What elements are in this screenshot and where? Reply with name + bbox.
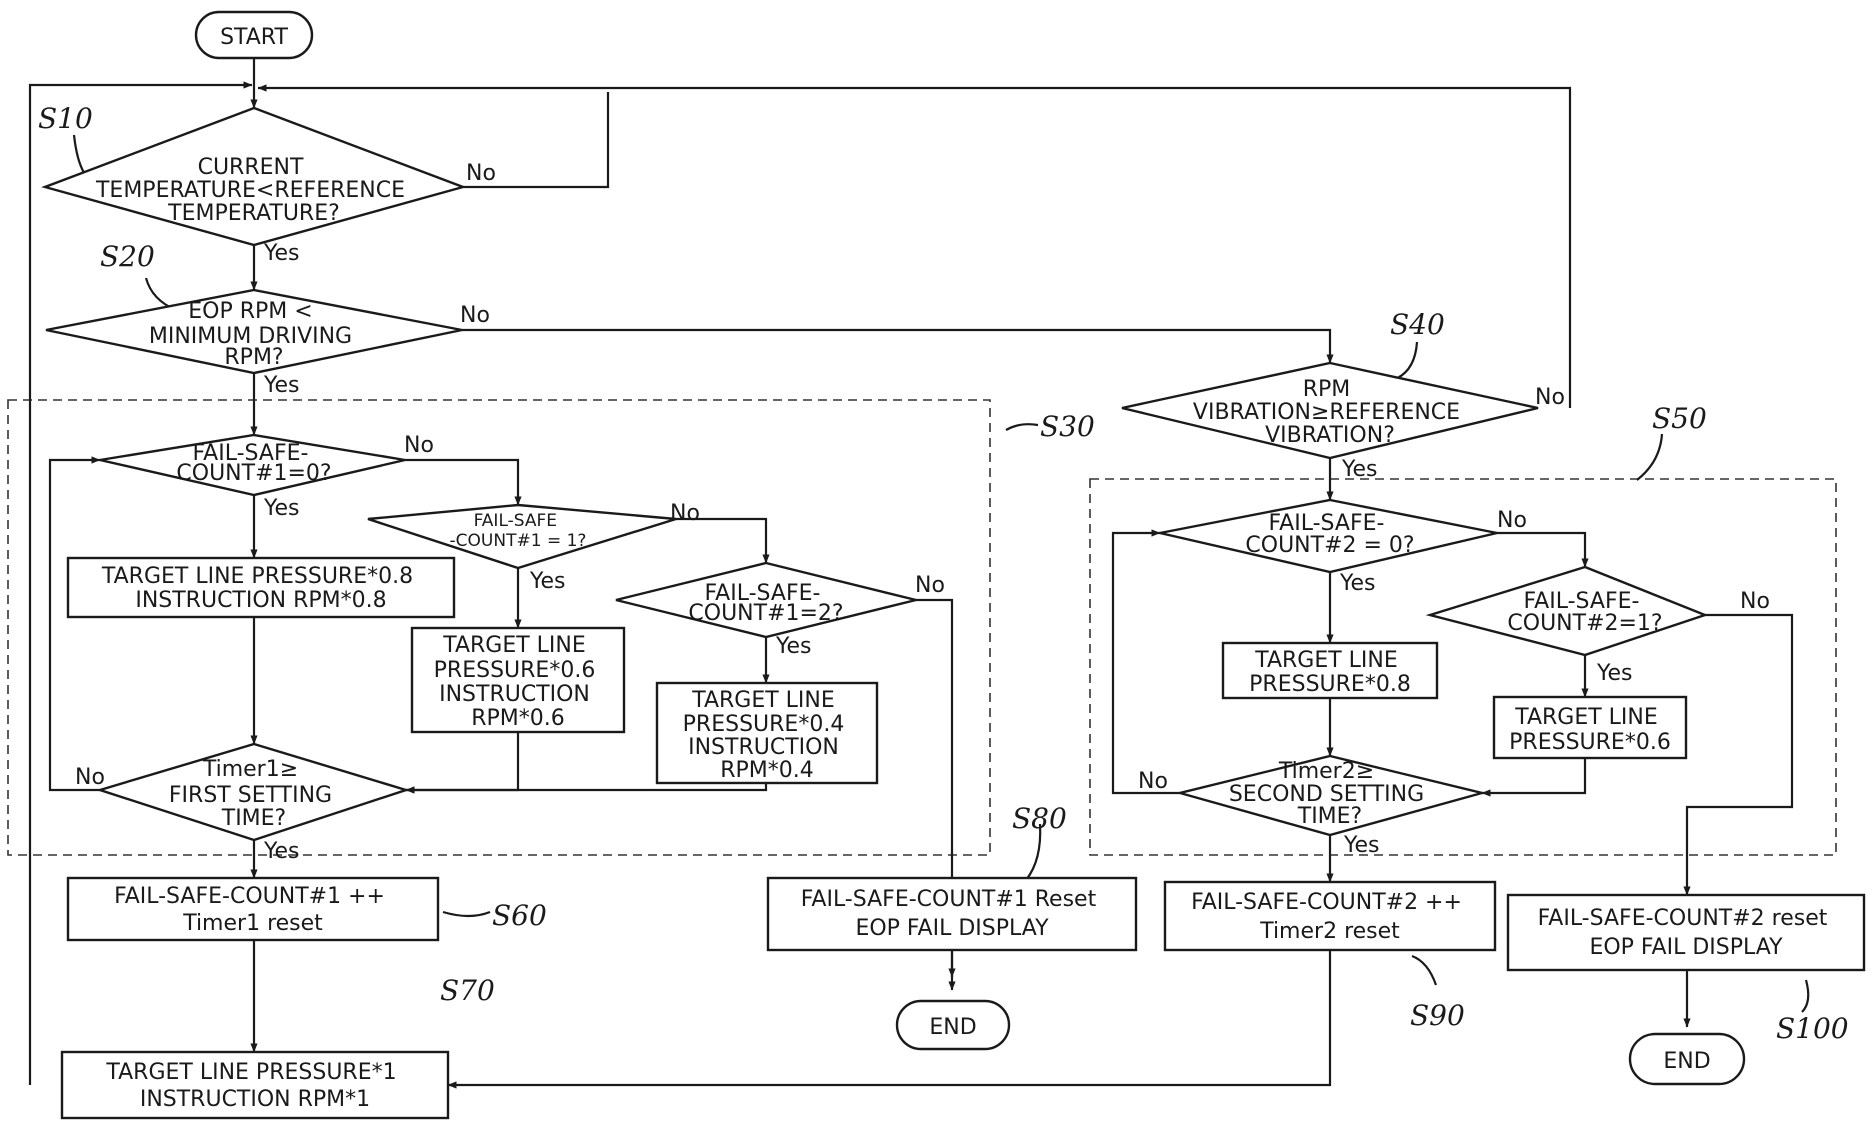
svg-text:TARGET LINE PRESSURE*0.6: TARGET LINE PRESSURE*0.6 — [1509, 705, 1671, 755]
yes-s20: Yes — [263, 373, 300, 398]
p100-line1: FAIL-SAFE-COUNT#2 reset — [1538, 906, 1828, 931]
svg-text:FAIL-SAFE- COUNT#1=2?: FAIL-SAFE- COUNT#1=2? — [688, 581, 843, 626]
d40-line1: RPM — [1303, 377, 1351, 402]
d34-line2: FIRST SETTING — [169, 783, 332, 808]
svg-text:TARGET LINE PRESSURE*0.8 I: TARGET LINE PRESSURE*0.8 INSTRUCTION RPM… — [101, 564, 420, 613]
svg-text:Timer2≥ SECOND SETTING: Timer2≥ SECOND SETTING TIME? — [1229, 759, 1431, 829]
d32-line1: FAIL-SAFE — [474, 511, 557, 531]
d33-line2: COUNT#1=2? — [688, 601, 843, 626]
yes-s10: Yes — [263, 241, 300, 266]
no-count2-0: No — [1497, 508, 1527, 533]
start-text: START — [220, 25, 288, 50]
p70-line1: TARGET LINE PRESSURE*1 — [105, 1060, 396, 1085]
d32-line2: -COUNT#1 = 1? — [450, 531, 587, 551]
no-count1-0: No — [404, 433, 434, 458]
step-label-s30: S30 — [1040, 410, 1095, 443]
d31-line2: COUNT#1=0? — [176, 461, 331, 486]
d51-line2: COUNT#2 = 0? — [1245, 533, 1414, 558]
p100-line2: EOP FAIL DISPLAY — [1589, 935, 1783, 960]
step-label-s60: S60 — [492, 899, 547, 932]
step-label-s40: S40 — [1390, 308, 1445, 341]
no-s20: No — [460, 303, 490, 328]
p51-line1: TARGET LINE — [1254, 648, 1398, 673]
yes-timer1: Yes — [263, 839, 300, 864]
p80-line2: EOP FAIL DISPLAY — [855, 916, 1049, 941]
step-label-s80: S80 — [1012, 802, 1067, 835]
p70-line2: INSTRUCTION RPM*1 — [140, 1087, 370, 1112]
p80-line1: FAIL-SAFE-COUNT#1 Reset — [801, 887, 1097, 912]
no-s40: No — [1535, 385, 1565, 410]
p32-line2: PRESSURE*0.6 — [434, 658, 596, 683]
p33-line4: RPM*0.4 — [720, 758, 814, 783]
yes-count2-0: Yes — [1339, 571, 1376, 596]
d52-line2: COUNT#2=1? — [1507, 611, 1662, 636]
p90-line1: FAIL-SAFE-COUNT#2 ++ — [1191, 890, 1462, 915]
svg-text:FAIL-SAFE- COUNT#2 = 0?: FAIL-SAFE- COUNT#2 = 0? — [1245, 511, 1414, 558]
d40-line3: VIBRATION? — [1265, 423, 1395, 448]
yes-s40: Yes — [1341, 457, 1378, 482]
p60-line2: Timer1 reset — [182, 911, 323, 936]
end-text-1: END — [929, 1015, 976, 1040]
p31-line2: INSTRUCTION RPM*0.8 — [135, 588, 386, 613]
yes-count1-1: Yes — [529, 569, 566, 594]
p33-line3: INSTRUCTION — [688, 735, 839, 760]
step-label-s10: S10 — [38, 102, 93, 135]
yes-timer2: Yes — [1343, 833, 1380, 858]
p31-line1: TARGET LINE PRESSURE*0.8 — [101, 564, 413, 589]
p52-line2: PRESSURE*0.6 — [1509, 730, 1671, 755]
yes-count2-1: Yes — [1596, 661, 1633, 686]
d53-line1: Timer2≥ — [1278, 759, 1374, 784]
p33-line2: PRESSURE*0.4 — [683, 712, 845, 737]
p52-line1: TARGET LINE — [1514, 705, 1658, 730]
p32-line3: INSTRUCTION — [439, 682, 590, 707]
p60-line1: FAIL-SAFE-COUNT#1 ++ — [114, 884, 385, 909]
step-label-s70: S70 — [440, 974, 495, 1007]
d10-line2: TEMPERATURE<REFERENCE — [95, 178, 405, 203]
no-timer1: No — [75, 765, 105, 790]
svg-text:FAIL-SAFE- COUNT#1=0?: FAIL-SAFE- COUNT#1=0? — [176, 441, 331, 486]
d34-line3: TIME? — [221, 806, 287, 831]
d20-line1: EOP RPM < — [188, 299, 312, 324]
d20-line3: RPM? — [224, 345, 283, 370]
no-count1-2: No — [915, 573, 945, 598]
step-label-s90: S90 — [1410, 999, 1465, 1032]
p51-line2: PRESSURE*0.8 — [1249, 672, 1411, 697]
no-timer2: No — [1138, 769, 1168, 794]
no-count2-1: No — [1740, 589, 1770, 614]
yes-count1-2: Yes — [775, 634, 812, 659]
step-label-s100: S100 — [1776, 1012, 1849, 1045]
d10-line1: CURRENT — [198, 155, 304, 180]
step-label-s20: S20 — [100, 240, 155, 273]
d10-line3: TEMPERATURE? — [167, 201, 340, 226]
d53-line3: TIME? — [1297, 804, 1363, 829]
end-text-2: END — [1663, 1049, 1710, 1074]
p32-line4: RPM*0.6 — [471, 706, 565, 731]
p33-line1: TARGET LINE — [691, 688, 835, 713]
step-label-s50: S50 — [1652, 402, 1707, 435]
p32-line1: TARGET LINE — [442, 633, 586, 658]
d34-line1: Timer1≥ — [202, 757, 298, 782]
svg-text:FAIL-SAFE- COUNT#2=1?: FAIL-SAFE- COUNT#2=1? — [1507, 589, 1662, 636]
yes-count1-0: Yes — [263, 496, 300, 521]
p90-line2: Timer2 reset — [1259, 919, 1400, 944]
no-count1-1: No — [670, 501, 700, 526]
svg-text:TARGET LINE PRESSURE*0.8: TARGET LINE PRESSURE*0.8 — [1249, 648, 1411, 697]
no-s10: No — [466, 161, 496, 186]
d40-line2: VIBRATION≥REFERENCE — [1193, 400, 1460, 425]
